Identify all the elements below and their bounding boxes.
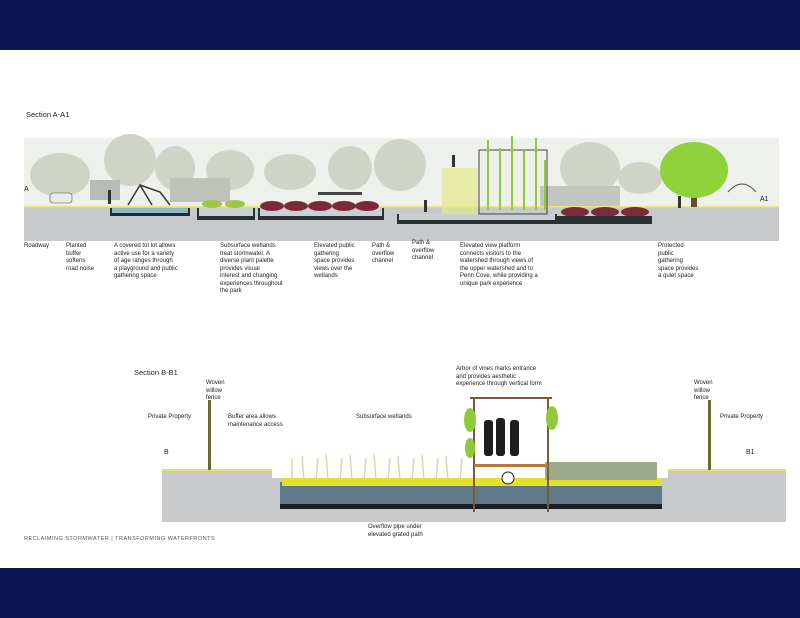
wetland-shrubs [545, 462, 657, 480]
willow-fence-right [708, 400, 711, 470]
view-platform [442, 168, 478, 214]
section-b-right-marker: B1 [746, 449, 755, 456]
label-right-private-property: Private Property [720, 414, 764, 420]
label-path-overflow-1: Path & overflow channel [372, 243, 395, 264]
bottom-banner [0, 568, 800, 618]
willow-fence-left [208, 400, 211, 470]
wetland-gravel [280, 482, 662, 508]
section-b-ground-left [162, 470, 272, 522]
section-b-title: Section B-B1 [134, 368, 178, 377]
footer-caption: RECLAIMING STORMWATER | TRANSFORMING WAT… [24, 536, 216, 542]
playground [127, 183, 171, 206]
red-plantings [260, 201, 649, 217]
label-elevated-gathering: Elevated public gathering space provides… [314, 243, 355, 279]
section-a-drawing [24, 134, 779, 241]
wetland-yellow-plants [282, 478, 662, 486]
label-left-private-property: Private Property [148, 414, 192, 420]
section-b-ground-right [668, 470, 786, 522]
label-tot-lot: A covered tot lot allows active use for … [114, 243, 178, 279]
elevated-gathering-platform [318, 192, 362, 195]
label-overflow-pipe: Overflow pipe under elevated grated path [368, 524, 423, 538]
tree-canopy [660, 142, 728, 198]
section-a-left-marker: A [24, 186, 29, 193]
arbor-vines [464, 406, 558, 458]
label-arbor: Arbor of vines marks entrance and provid… [456, 366, 542, 387]
section-b-left-marker: B [164, 449, 169, 456]
shelter [727, 183, 757, 193]
label-path-overflow-2: Path & overflow channel [412, 240, 435, 261]
section-a-right-marker: A1 [760, 196, 769, 203]
overflow-pipe [501, 471, 515, 485]
label-subsurface-wetlands: Subsurface wetlands treat stormwater. A … [220, 243, 283, 294]
house [170, 178, 230, 202]
label-protected-space: Protected public gathering space provide… [658, 243, 699, 279]
label-left-willow-fence: Woven willow fence [206, 380, 225, 401]
visitors [484, 418, 519, 456]
label-right-willow-fence: Woven willow fence [694, 380, 713, 401]
wetland-grasses [291, 453, 463, 481]
grated-path [474, 464, 548, 467]
label-view-platform: Elevated view platform connects visitors… [460, 243, 538, 287]
section-a-title: Section A-A1 [26, 110, 70, 119]
car [49, 192, 73, 204]
label-buffer-area: Buffer area allows maintenance access [228, 414, 283, 428]
green-plantings [202, 200, 245, 208]
platform-reeds [487, 136, 546, 210]
label-subsurface-wetlands-b: Subsurface wetlands [356, 414, 412, 420]
house [540, 186, 620, 206]
top-banner [0, 0, 800, 50]
people [108, 155, 681, 212]
label-roadway: Roadway [24, 243, 50, 249]
house [90, 180, 120, 200]
section-b-drawing [162, 397, 786, 522]
label-planted-buffer: Planted buffer softens road noise [66, 243, 95, 272]
